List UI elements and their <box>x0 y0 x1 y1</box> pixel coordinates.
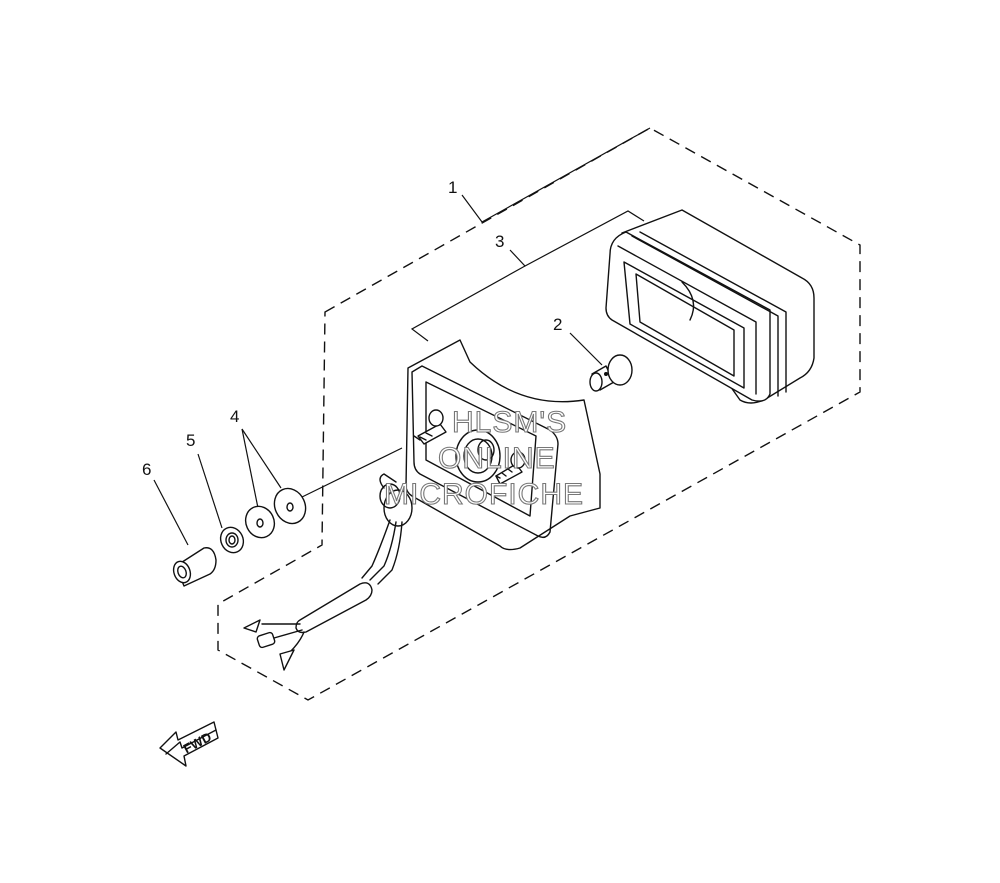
callout-5: 5 <box>186 431 195 450</box>
watermark-line-2: ONLINE <box>438 442 556 475</box>
watermark-line-1: HLSM'S <box>452 406 567 439</box>
watermark-line-3: MICROFICHE <box>384 478 584 511</box>
callout-leaders <box>153 127 651 546</box>
washer-small <box>244 505 276 539</box>
socket-wire-harness <box>243 473 413 671</box>
callout-3: 3 <box>495 232 504 251</box>
flange-nut <box>219 526 245 554</box>
collar <box>172 547 217 587</box>
fwd-arrow-icon: FWD <box>159 721 219 767</box>
washer-large <box>273 487 307 525</box>
lens-housing <box>605 209 815 404</box>
lamp-body <box>405 339 601 551</box>
assembly-boundary-outline <box>217 127 861 701</box>
watermark: HLSM'S ONLINE MICROFICHE <box>383 405 584 511</box>
fwd-label: FWD <box>181 729 214 756</box>
callout-1: 1 <box>448 178 457 197</box>
callout-4: 4 <box>230 407 239 426</box>
bulb <box>589 354 633 392</box>
callout-2: 2 <box>553 315 562 334</box>
callout-6: 6 <box>142 460 151 479</box>
